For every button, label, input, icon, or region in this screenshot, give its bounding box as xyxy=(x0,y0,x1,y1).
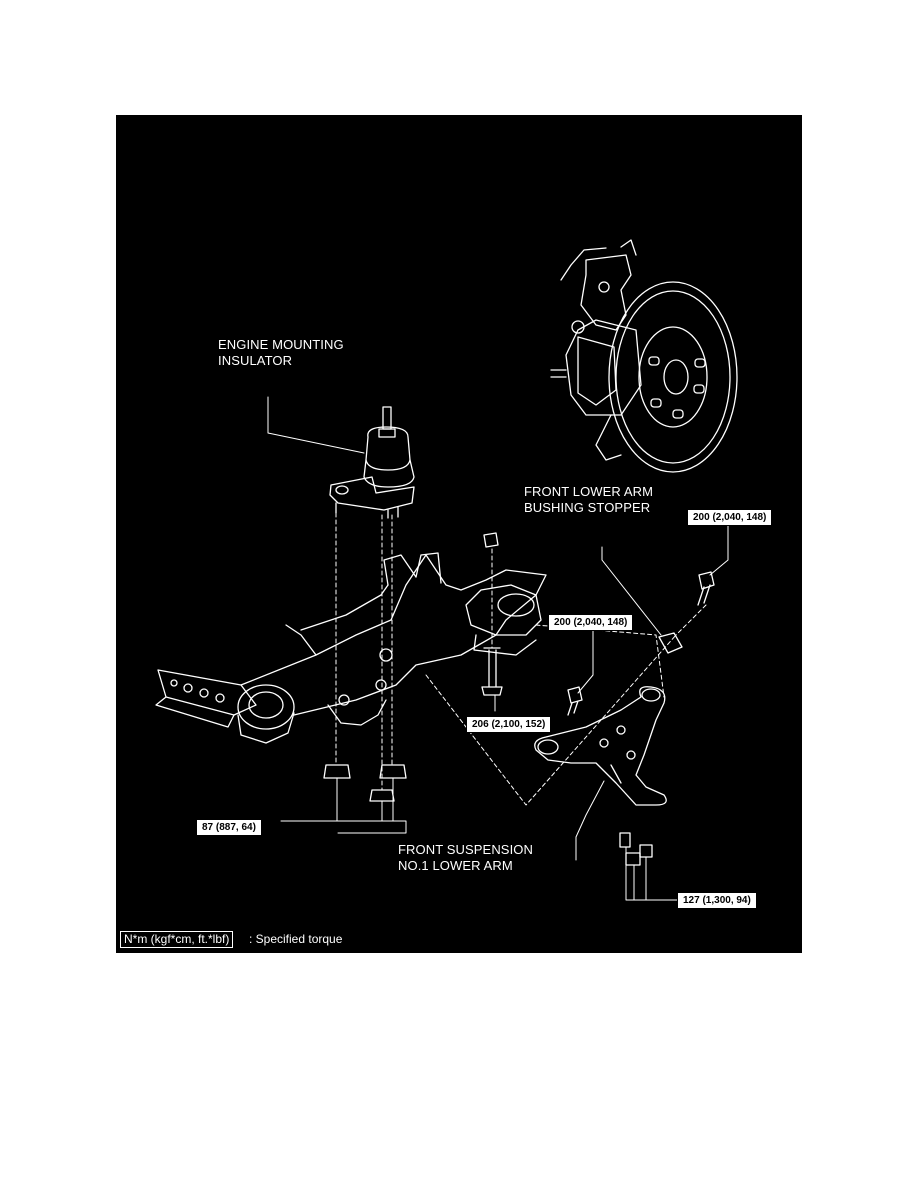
diagram-artwork xyxy=(155,239,738,901)
lower-arm-illustration xyxy=(534,686,667,806)
fasteners-illustration xyxy=(323,532,715,866)
torque-box-arm-rear-bolts: 127 (1,300, 94) xyxy=(677,892,757,909)
torque-diagram: ENGINE MOUNTING INSULATOR FRONT LOWER AR… xyxy=(116,115,802,953)
legend-unit-box: N*m (kgf*cm, ft.*lbf) xyxy=(120,931,234,948)
torque-box-stopper-bolt: 200 (2,040, 148) xyxy=(686,509,773,526)
lower-arm-label-line2: NO.1 LOWER ARM xyxy=(398,858,513,873)
brake-assembly-illustration xyxy=(550,239,738,473)
torque-box-arm-front-bolt: 200 (2,040, 148) xyxy=(547,614,634,631)
engine-mount-illustration xyxy=(329,406,415,519)
leader-lines xyxy=(267,396,729,901)
engine-mount-label-line1: ENGINE MOUNTING xyxy=(218,337,344,352)
lower-arm-label-line1: FRONT SUSPENSION xyxy=(398,842,533,857)
torque-box-mount-bolt: 206 (2,100, 152) xyxy=(465,716,552,733)
torque-box-mount-nuts: 87 (887, 64) xyxy=(196,819,262,836)
guide-lines xyxy=(335,512,707,806)
bushing-stopper-label-line1: FRONT LOWER ARM xyxy=(524,484,654,499)
bushing-stopper-label-line2: BUSHING STOPPER xyxy=(524,500,651,515)
engine-mount-label-line2: INSULATOR xyxy=(218,353,293,368)
legend-description: : Specified torque xyxy=(249,932,343,946)
